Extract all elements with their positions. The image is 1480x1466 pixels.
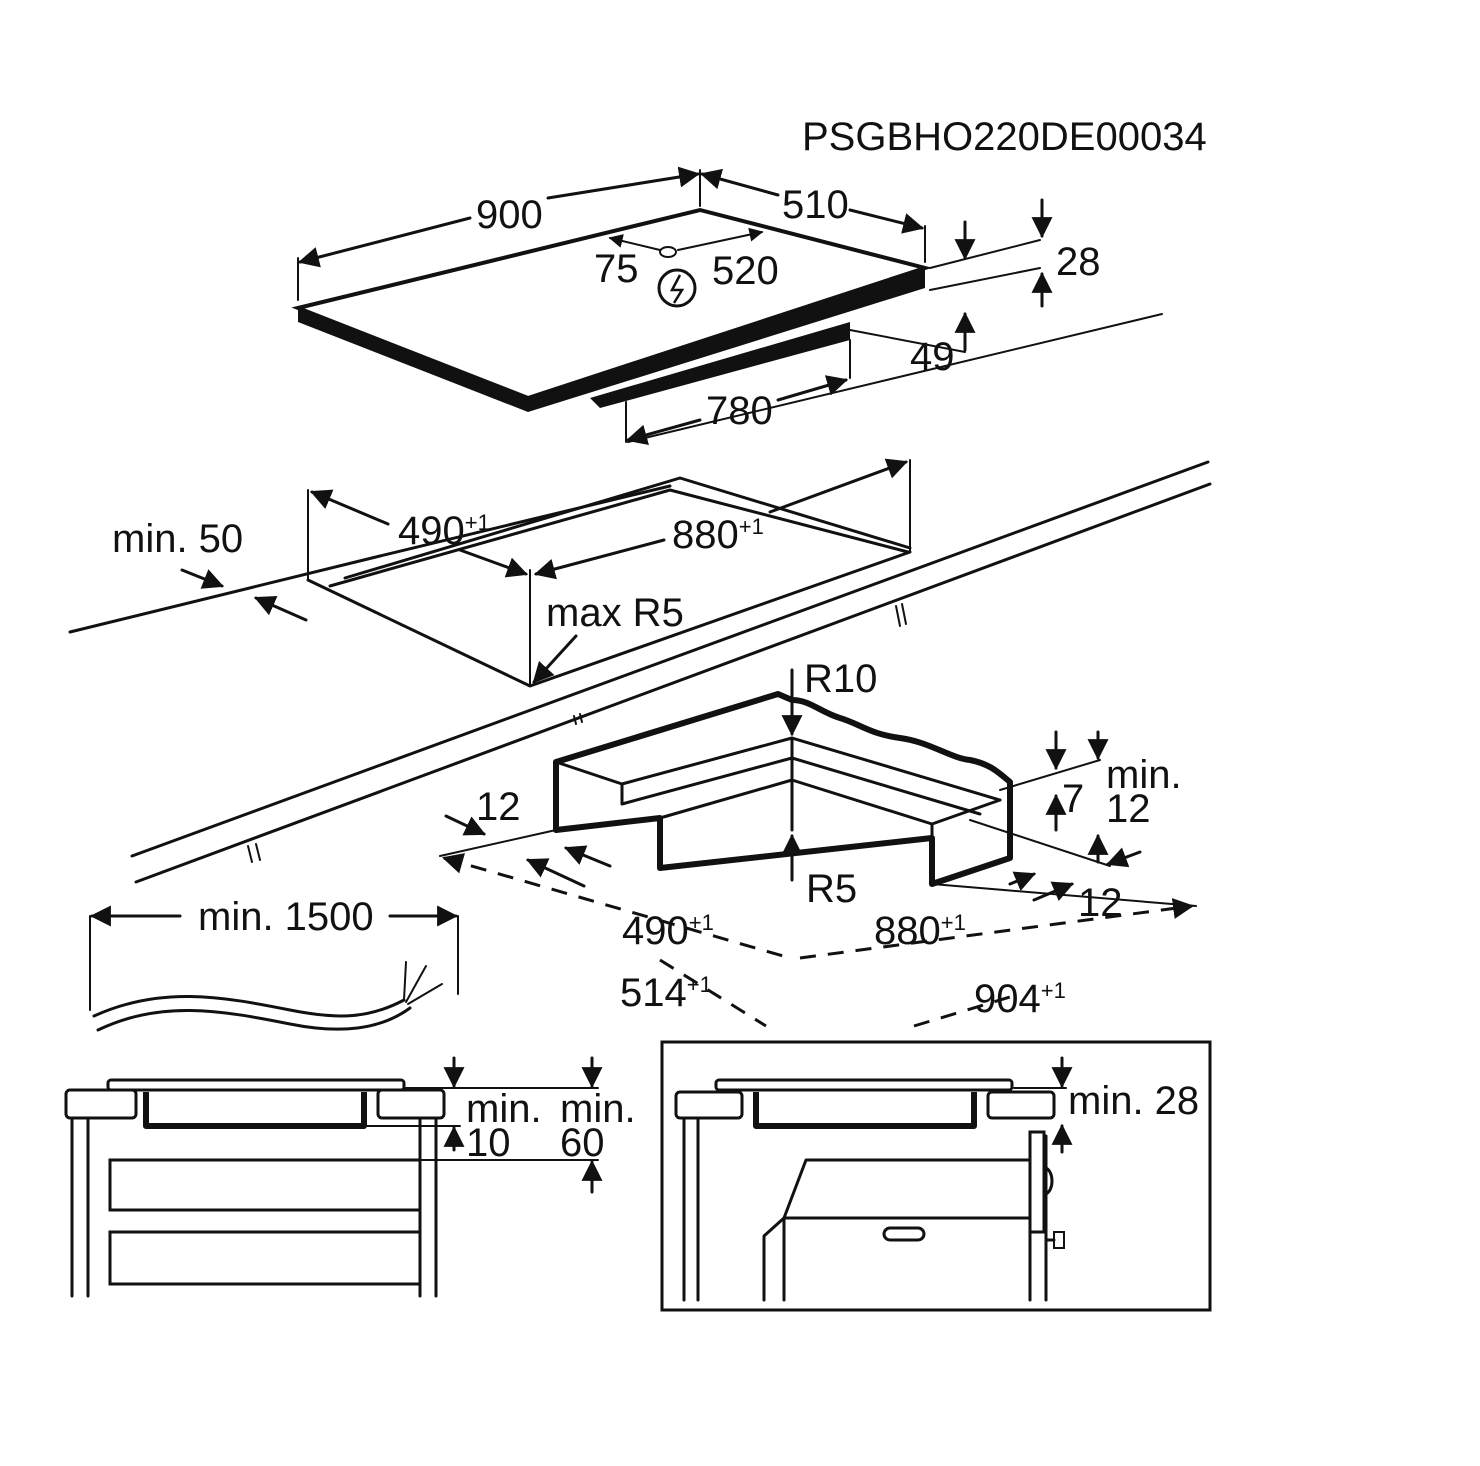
hob-width-label: 900 <box>476 193 543 237</box>
outer-depth-label: 514+1 <box>620 971 712 1015</box>
hob-underside <box>590 322 850 408</box>
cable-entry-point <box>659 246 677 258</box>
electrical-icon <box>657 268 697 308</box>
offset-left-label: 75 <box>594 247 639 291</box>
edge-right-label: 12 <box>1078 881 1123 925</box>
hob-depth-label: 510 <box>782 183 849 227</box>
oven-clearance-label: min. 28 <box>1068 1079 1199 1123</box>
cutout-width-label: 880+1 <box>672 513 764 557</box>
clearance-min-label: min. <box>560 1087 636 1131</box>
hob-drawing: 900 510 75 520 28 49 780 <box>291 166 1163 446</box>
cable-drawing: min. 1500 <box>89 895 459 1032</box>
frame-corner-drawing: R10 R5 12 7 min. 12 12 490+1 880+1 <box>439 657 1197 1028</box>
radius-top-label: R10 <box>804 657 877 701</box>
cutout-depth-label: 490+1 <box>398 509 490 553</box>
outer-width-label: 904+1 <box>974 977 1066 1021</box>
lightning-icon <box>669 274 685 304</box>
inner-width-label: 880+1 <box>874 909 966 953</box>
install-oven-drawing: min. 28 <box>660 1040 1212 1312</box>
radius-bottom-label: R5 <box>806 867 857 911</box>
drawing-code: PSGBHO220DE00034 <box>802 115 1207 159</box>
gap-min-label: min. <box>466 1087 542 1131</box>
edge-left-label: 12 <box>476 785 521 829</box>
clearance-value-label: 60 <box>560 1121 605 1165</box>
offset-right-label: 520 <box>712 249 779 293</box>
inner-depth-label: 490+1 <box>622 909 714 953</box>
min-edge-label: min. 50 <box>112 517 243 561</box>
min-label: min. <box>1106 753 1182 797</box>
cable-length-label: min. 1500 <box>198 895 374 939</box>
hob-glass-edge <box>298 268 925 412</box>
hob-thickness-label: 28 <box>1056 240 1101 284</box>
install-drawers-drawing: min. 10 min. 60 <box>64 1056 636 1298</box>
gap-value-label: 10 <box>466 1121 511 1165</box>
underside-width-label: 780 <box>706 389 773 433</box>
min-value-label: 12 <box>1106 787 1151 831</box>
worktop-cutout-drawing: 490+1 880+1 min. 50 max R5 <box>68 458 1212 884</box>
rebate-label: 7 <box>1062 777 1084 821</box>
corner-radius-label: max R5 <box>546 591 684 635</box>
